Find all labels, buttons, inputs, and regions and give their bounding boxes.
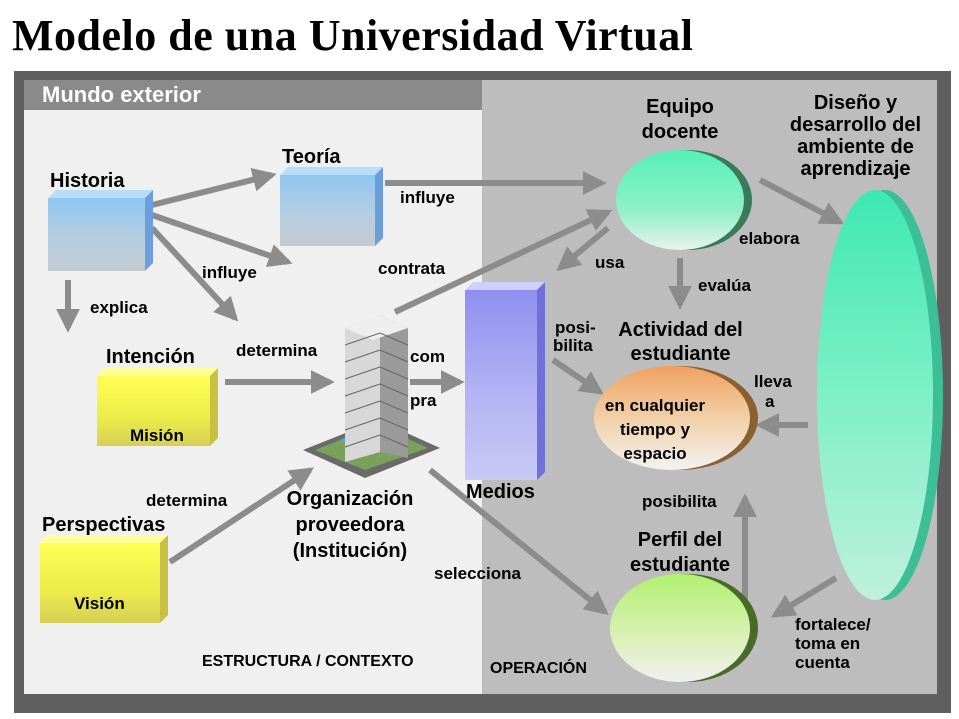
teoria-label: Teoría — [282, 146, 341, 168]
rel-fortalece-2: toma en — [795, 634, 861, 653]
outer-world-header — [24, 80, 482, 110]
teoria-box — [280, 167, 383, 246]
perspectivas-label: Perspectivas — [42, 514, 166, 536]
diseno-label: Diseño y desarrollo del ambiente de apre… — [789, 92, 922, 180]
rel-contrata: contrata — [378, 259, 446, 278]
intencion-label: Intención — [106, 346, 195, 368]
diseno-ellipse — [817, 190, 943, 600]
rel-evalua: evalúa — [698, 276, 751, 295]
intencion-box — [97, 368, 218, 446]
vision-label: Visión — [74, 594, 125, 613]
historia-box — [48, 190, 153, 271]
actividad-ellipse — [594, 366, 758, 470]
rel-explica: explica — [90, 298, 148, 317]
rel-influye-left: influye — [202, 263, 257, 282]
rel-bilita: bilita — [553, 336, 593, 355]
perspectivas-box — [40, 535, 168, 623]
rel-a: a — [765, 392, 775, 411]
rel-usa: usa — [595, 253, 625, 272]
equipo-ellipse — [616, 150, 752, 250]
rel-com: com — [410, 347, 445, 366]
rel-fortalece-3: cuenta — [795, 653, 850, 672]
medios-label: Medios — [466, 481, 535, 503]
relation-arrows — [56, 168, 845, 618]
rel-determina-top: determina — [236, 341, 318, 360]
rel-pra: pra — [410, 391, 437, 410]
page-title: Modelo de una Universidad Virtual — [12, 11, 694, 60]
actividad-inner-label: en cualquier tiempo y espacio — [604, 396, 706, 463]
rel-determina-bottom: determina — [146, 491, 228, 510]
equipo-label: Equipo docente — [641, 96, 719, 143]
outer-world-label: Mundo exterior — [42, 82, 201, 107]
medios-box — [465, 282, 545, 480]
actividad-label: Actividad del estudiante — [618, 319, 743, 365]
organizacion-label: Organización proveedora (Institución) — [286, 488, 414, 562]
historia-label: Historia — [50, 170, 125, 192]
perfil-label: Perfil del estudiante — [629, 529, 731, 576]
rel-elabora: elabora — [739, 229, 800, 248]
rel-fortalece-1: fortalece/ — [795, 615, 871, 634]
perfil-ellipse — [610, 574, 758, 682]
rel-posibilita: posibilita — [642, 492, 717, 511]
rel-lleva: lleva — [754, 372, 792, 391]
structure-label: ESTRUCTURA / CONTEXTO — [202, 653, 414, 670]
operation-label: OPERACIÓN — [490, 660, 587, 677]
building-icon — [303, 315, 440, 478]
mision-label: Misión — [130, 426, 184, 445]
rel-posi: posi- — [555, 318, 596, 337]
rel-selecciona: selecciona — [434, 564, 521, 583]
rel-influye-top: influye — [400, 188, 455, 207]
